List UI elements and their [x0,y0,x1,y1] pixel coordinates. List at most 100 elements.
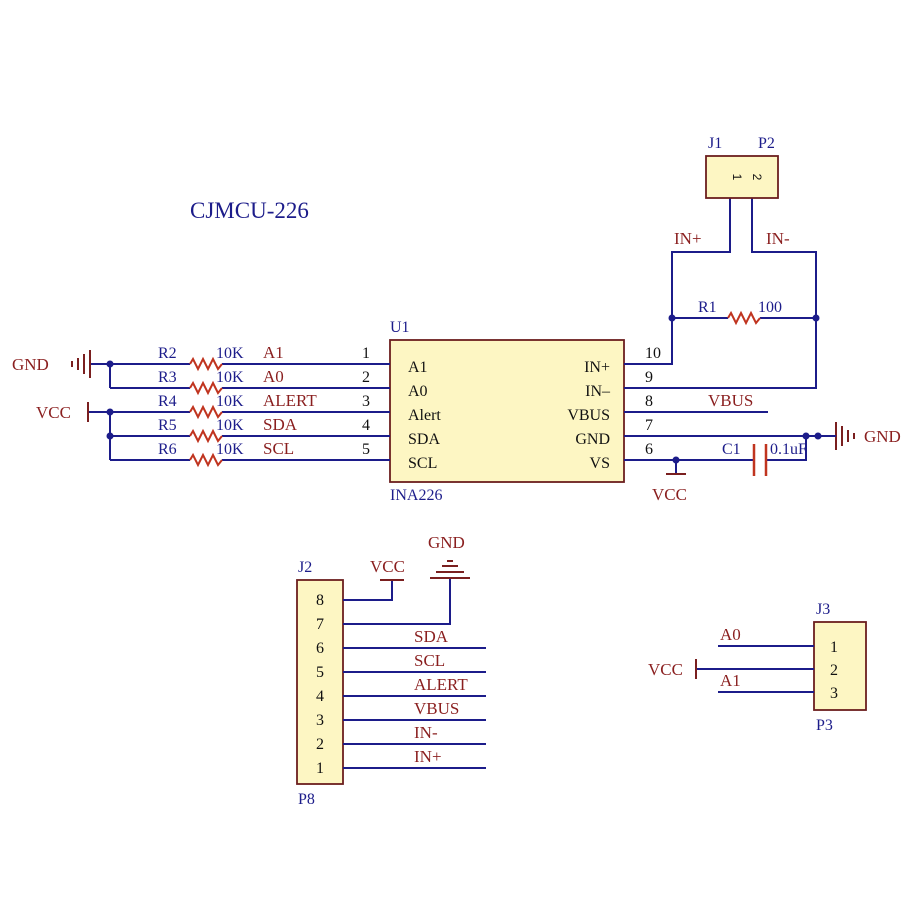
j2-wire-8-vcc [343,580,393,601]
ref-r4: R4 [158,393,177,410]
ref-c1: C1 [722,441,741,458]
ref-r5: R5 [158,417,177,434]
junction-vs [672,456,680,464]
j3-ref: J3 [816,601,830,618]
j2-pin-num-1: 1 [316,760,324,777]
j2-body [296,579,344,785]
j3-pin-num-3: 3 [830,685,838,702]
u1-pin-name-vs: VS [590,455,610,472]
u1-pin-num-6: 6 [645,441,653,458]
u1-pin-num-3: 3 [362,393,370,410]
u1-pin-num-8: 8 [645,393,653,410]
net-a0: A0 [263,367,284,386]
u1-pin-num-7: 7 [645,417,653,434]
j2-pin-num-7: 7 [316,616,324,633]
value-c1: 0.1uF [770,441,807,458]
u1-pin-num-1: 1 [362,345,370,362]
j3-net-a0: A0 [720,625,741,644]
schematic-title: CJMCU-226 [190,198,309,223]
value-r2: 10K [216,345,244,362]
j3-body [813,621,867,711]
label-vcc-left: VCC [36,403,71,422]
j1-alt-ref: P2 [758,135,775,152]
capacitor-c1 [752,444,768,476]
u1-pin-name-gnd: GND [575,431,610,448]
resistor-r4 [189,404,223,420]
j2-pin-num-5: 5 [316,664,324,681]
connector-j2: J2 P8 8 7 6 5 4 3 2 1 VCC GND SDA SCL AL… [296,533,486,808]
j2-label-gnd: GND [428,533,465,552]
u1-pin-name-vbus: VBUS [567,407,610,424]
net-scl: SCL [263,439,294,458]
j3-alt-ref: P3 [816,717,833,734]
u1-body [389,339,625,483]
u1-pin-name-in-plus: IN+ [584,359,610,376]
u1-pin-num-9: 9 [645,369,653,386]
u1-pin-num-10: 10 [645,345,661,362]
ground-symbol-left [71,350,91,378]
connector-j1: J1 P2 1 2 [705,135,779,199]
j3-label-vcc: VCC [648,660,683,679]
j2-net-alert: ALERT [414,675,468,694]
j2-ref: J2 [298,559,312,576]
j1-ref: J1 [708,135,722,152]
junction-c1-gnd [802,432,810,440]
ref-r2: R2 [158,345,177,362]
net-alert: ALERT [263,391,317,410]
u1-pin-num-2: 2 [362,369,370,386]
j2-pin-num-3: 3 [316,712,324,729]
wire-in-minus [624,318,817,389]
u1-pin-name-alert: Alert [408,407,441,424]
net-sda: SDA [263,415,298,434]
j2-net-sda: SDA [414,627,449,646]
net-vbus: VBUS [708,391,753,410]
net-in-plus-j1: IN+ [674,229,702,248]
resistor-r6 [189,452,223,468]
ref-r6: R6 [158,441,177,458]
u1-pin-name-in-minus: IN– [585,383,611,400]
j2-label-vcc: VCC [370,557,405,576]
j3-net-a1: A1 [720,671,741,690]
resistor-r5 [189,428,223,444]
j2-net-in-plus: IN+ [414,747,442,766]
junction-vcc-2 [106,432,114,440]
j2-pin-num-8: 8 [316,592,324,609]
j1-body [705,155,779,199]
j3-pin-num-2: 2 [830,662,838,679]
ref-r1: R1 [698,299,717,316]
resistor-r3 [189,380,223,396]
label-gnd-right: GND [864,427,901,446]
u1-pin-name-a0: A0 [408,383,428,400]
ground-symbol-right [835,422,855,450]
j2-ground-symbol [430,560,470,579]
ref-r3: R3 [158,369,177,386]
j2-pin-num-2: 2 [316,736,324,753]
connector-j3: J3 P3 1 2 3 A0 VCC A1 [648,601,867,734]
left-pullup-network: GND VCC R2 R3 R4 R5 R6 10K 10K 10K 10K 1… [12,343,390,468]
resistor-r1 [727,310,761,326]
j2-net-scl: SCL [414,651,445,670]
j2-net-in-minus: IN- [414,723,438,742]
right-network: VBUS C1 0.1uF VCC GND R1 100 IN+ IN- [624,198,901,504]
u1-ref: U1 [390,319,410,336]
j2-wire-7-gnd [343,578,451,625]
u1-pin-name-scl: SCL [408,455,437,472]
j1-pin-2: 2 [750,174,764,181]
net-a1: A1 [263,343,284,362]
j3-pin-num-1: 1 [830,639,838,656]
j2-alt-ref: P8 [298,791,315,808]
j2-net-vbus: VBUS [414,699,459,718]
resistor-r2 [189,356,223,372]
u1-pin-name-a1: A1 [408,359,428,376]
wire-vs [624,436,807,461]
wire-j1-pin1 [671,198,731,318]
value-r6: 10K [216,441,244,458]
u1-part: INA226 [390,487,442,504]
value-r4: 10K [216,393,244,410]
u1-pin-name-sda: SDA [408,431,440,448]
label-vcc-vs: VCC [652,485,687,504]
value-r5: 10K [216,417,244,434]
net-in-minus-j1: IN- [766,229,790,248]
j1-pin-1: 1 [730,174,744,181]
